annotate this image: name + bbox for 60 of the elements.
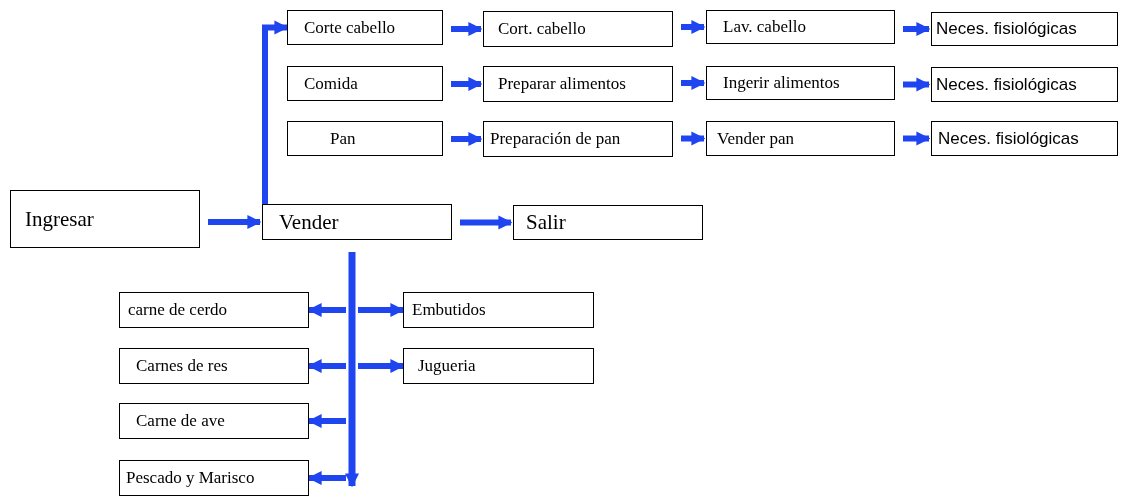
process-box	[513, 205, 703, 240]
arrow	[681, 131, 706, 146]
box-label: Ingerir alimentos	[723, 73, 840, 93]
box-label: Salir	[526, 210, 566, 235]
box-label: Jugueria	[418, 356, 476, 376]
process-box	[119, 292, 309, 328]
box-label: Neces. fisiológicas	[938, 128, 1079, 149]
arrow	[307, 359, 346, 373]
arrow	[208, 215, 262, 229]
box-label: Vender pan	[717, 128, 794, 149]
process-box	[287, 66, 443, 101]
arrow	[903, 22, 931, 36]
box-label: Carnes de res	[136, 356, 228, 376]
process-box	[262, 204, 452, 240]
box-label: Ingresar	[25, 206, 94, 232]
process-box	[483, 121, 673, 157]
box-label: Preparación de pan	[490, 129, 621, 149]
process-box	[287, 10, 443, 45]
box-label: Pan	[330, 128, 356, 149]
box-label: Comida	[304, 73, 358, 94]
box-label: Preparar alimentos	[498, 74, 626, 94]
process-box	[119, 348, 309, 384]
box-label: Cort. cabello	[498, 19, 586, 39]
box-label: Neces. fisiológicas	[936, 19, 1077, 39]
box-label: Vender	[279, 209, 339, 235]
process-box	[931, 67, 1118, 102]
process-box	[931, 121, 1118, 156]
process-box	[931, 12, 1118, 46]
process-box	[287, 121, 443, 156]
arrow	[451, 22, 483, 36]
arrow	[681, 20, 706, 34]
box-label: Corte cabello	[304, 17, 396, 38]
process-box	[706, 10, 895, 44]
arrow	[307, 303, 346, 317]
process-box	[403, 292, 594, 328]
arrow	[681, 76, 706, 90]
box-label: Lav. cabello	[723, 17, 806, 37]
arrow	[358, 359, 405, 373]
arrow	[451, 132, 483, 146]
box-label: Carne de ave	[136, 411, 225, 431]
box-label: Neces. fisiológicas	[936, 74, 1077, 95]
process-box	[119, 460, 309, 496]
arrow	[262, 20, 289, 204]
arrow	[903, 77, 931, 92]
process-box	[119, 403, 309, 439]
process-box	[706, 66, 895, 100]
box-label: carne de cerdo	[128, 300, 228, 320]
arrow	[451, 77, 483, 91]
arrow	[460, 215, 513, 230]
box-label: Embutidos	[412, 300, 486, 320]
arrow	[358, 303, 405, 317]
process-box	[706, 121, 895, 156]
process-box	[483, 66, 673, 102]
arrow	[307, 414, 346, 428]
process-box	[10, 190, 200, 248]
process-box	[403, 348, 594, 384]
arrow	[903, 131, 931, 146]
box-label: Pescado y Marisco	[126, 468, 255, 488]
arrow	[307, 471, 346, 485]
process-box	[483, 11, 673, 47]
